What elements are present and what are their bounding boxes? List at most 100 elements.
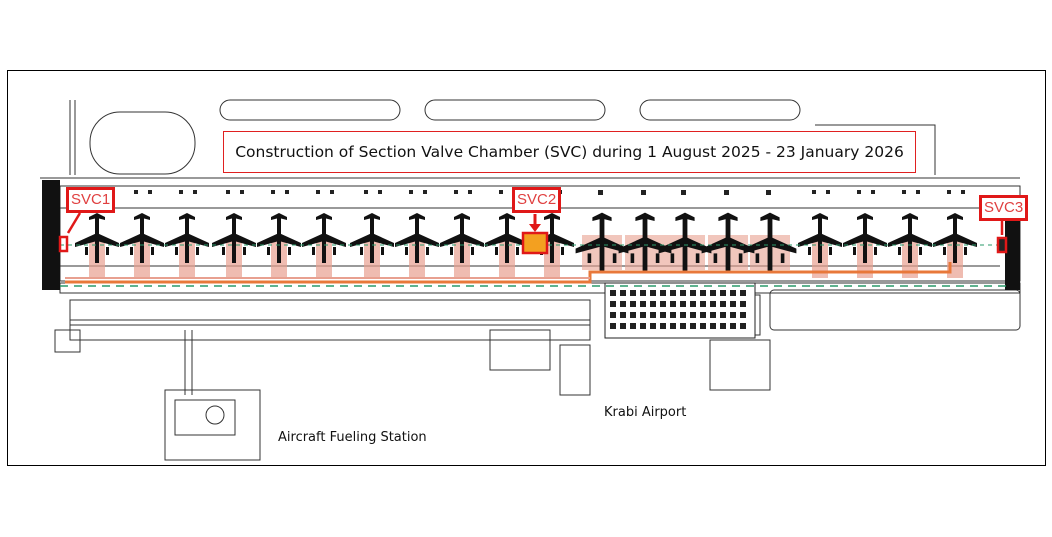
terminal-block [630, 312, 636, 318]
terminal-block [680, 323, 686, 329]
aircraft-icon [701, 212, 755, 273]
terminal-block [650, 323, 656, 329]
svc1-label: SVC1 [66, 187, 116, 213]
fuel-pipeline [65, 262, 952, 284]
terminal-block [710, 290, 716, 296]
terminal-block [640, 290, 646, 296]
left-structure [42, 180, 60, 290]
aircraft-icon [888, 213, 932, 263]
terminal-block [730, 301, 736, 307]
aircraft-icon [485, 213, 529, 263]
terminal-block [630, 301, 636, 307]
terminal-block [720, 301, 726, 307]
taxiway-loop [89, 111, 196, 175]
gate-marker [316, 190, 320, 194]
terminal-block [690, 323, 696, 329]
gate-marker [947, 190, 951, 194]
gate-marker [179, 190, 183, 194]
airport-label: Krabi Airport [604, 405, 687, 420]
gate-marker [193, 190, 197, 194]
gate-marker [423, 190, 427, 194]
terminal-block [670, 312, 676, 318]
aircraft-icon [165, 213, 209, 263]
gate-marker [916, 190, 920, 194]
terminal-block [660, 301, 666, 307]
terminal-block [720, 312, 726, 318]
terminal-block [660, 312, 666, 318]
terminal-block [730, 323, 736, 329]
svc2-label: SVC2 [512, 187, 562, 213]
aircraft-icon [395, 213, 439, 263]
taxiway-loop [424, 99, 606, 121]
gate-marker [812, 190, 816, 194]
gate-marker [134, 190, 138, 194]
gate-marker [857, 190, 861, 194]
gate-marker [724, 190, 729, 195]
terminal-block [670, 290, 676, 296]
gate-marker [330, 190, 334, 194]
terminal-block [700, 312, 706, 318]
terminal-block [620, 312, 626, 318]
aircraft-icon [75, 213, 119, 263]
terminal-block [670, 323, 676, 329]
svc1-arrow [66, 212, 82, 234]
terminal-block [740, 312, 746, 318]
terminal-block [710, 301, 716, 307]
terminal-block [690, 312, 696, 318]
terminal-block [740, 301, 746, 307]
terminal-block [620, 301, 626, 307]
terminal-block [680, 301, 686, 307]
aircraft-icon [257, 213, 301, 263]
terminal-block [650, 301, 656, 307]
gate-marker [285, 190, 289, 194]
gate-marker [826, 190, 830, 194]
gate-marker [454, 190, 458, 194]
terminal-block [650, 290, 656, 296]
terminal-block [700, 323, 706, 329]
terminal-block [610, 290, 616, 296]
gate-marker [641, 190, 646, 195]
aircraft-icon [575, 212, 629, 273]
taxiway-loop [219, 99, 401, 121]
aircraft-icon [798, 213, 842, 263]
gate-marker [271, 190, 275, 194]
terminal-block [680, 290, 686, 296]
gate-marker [378, 190, 382, 194]
svc3-chamber [996, 236, 1008, 254]
terminal-block [630, 290, 636, 296]
terminal-block [640, 301, 646, 307]
aircraft-icon [302, 213, 346, 263]
gate-marker [409, 190, 413, 194]
gate-marker [499, 190, 503, 194]
gate-marker [468, 190, 472, 194]
terminal-block [660, 290, 666, 296]
aircraft-icon [743, 212, 797, 273]
terminal-block [610, 301, 616, 307]
terminal-block [720, 323, 726, 329]
svc2-chamber [521, 231, 549, 255]
aircraft-icon [933, 213, 977, 263]
terminal-block [700, 290, 706, 296]
terminal-block [700, 301, 706, 307]
terminal-block [730, 312, 736, 318]
taxiway-loop [639, 99, 801, 121]
aircraft-icon [212, 213, 256, 263]
gate-marker [681, 190, 686, 195]
terminal-block [640, 312, 646, 318]
terminal-block [620, 323, 626, 329]
aircraft-icon [350, 213, 394, 263]
gate-marker [240, 190, 244, 194]
terminal-block [650, 312, 656, 318]
terminal-block [710, 323, 716, 329]
svc1-chamber [58, 235, 69, 253]
terminal-block [640, 323, 646, 329]
terminal-block [610, 312, 616, 318]
title-box: Construction of Section Valve Chamber (S… [223, 131, 916, 173]
terminal-block [610, 323, 616, 329]
svc3-label: SVC3 [979, 195, 1029, 221]
gate-marker [598, 190, 603, 195]
gate-marker [226, 190, 230, 194]
gate-marker [961, 190, 965, 194]
terminal-block [660, 323, 666, 329]
